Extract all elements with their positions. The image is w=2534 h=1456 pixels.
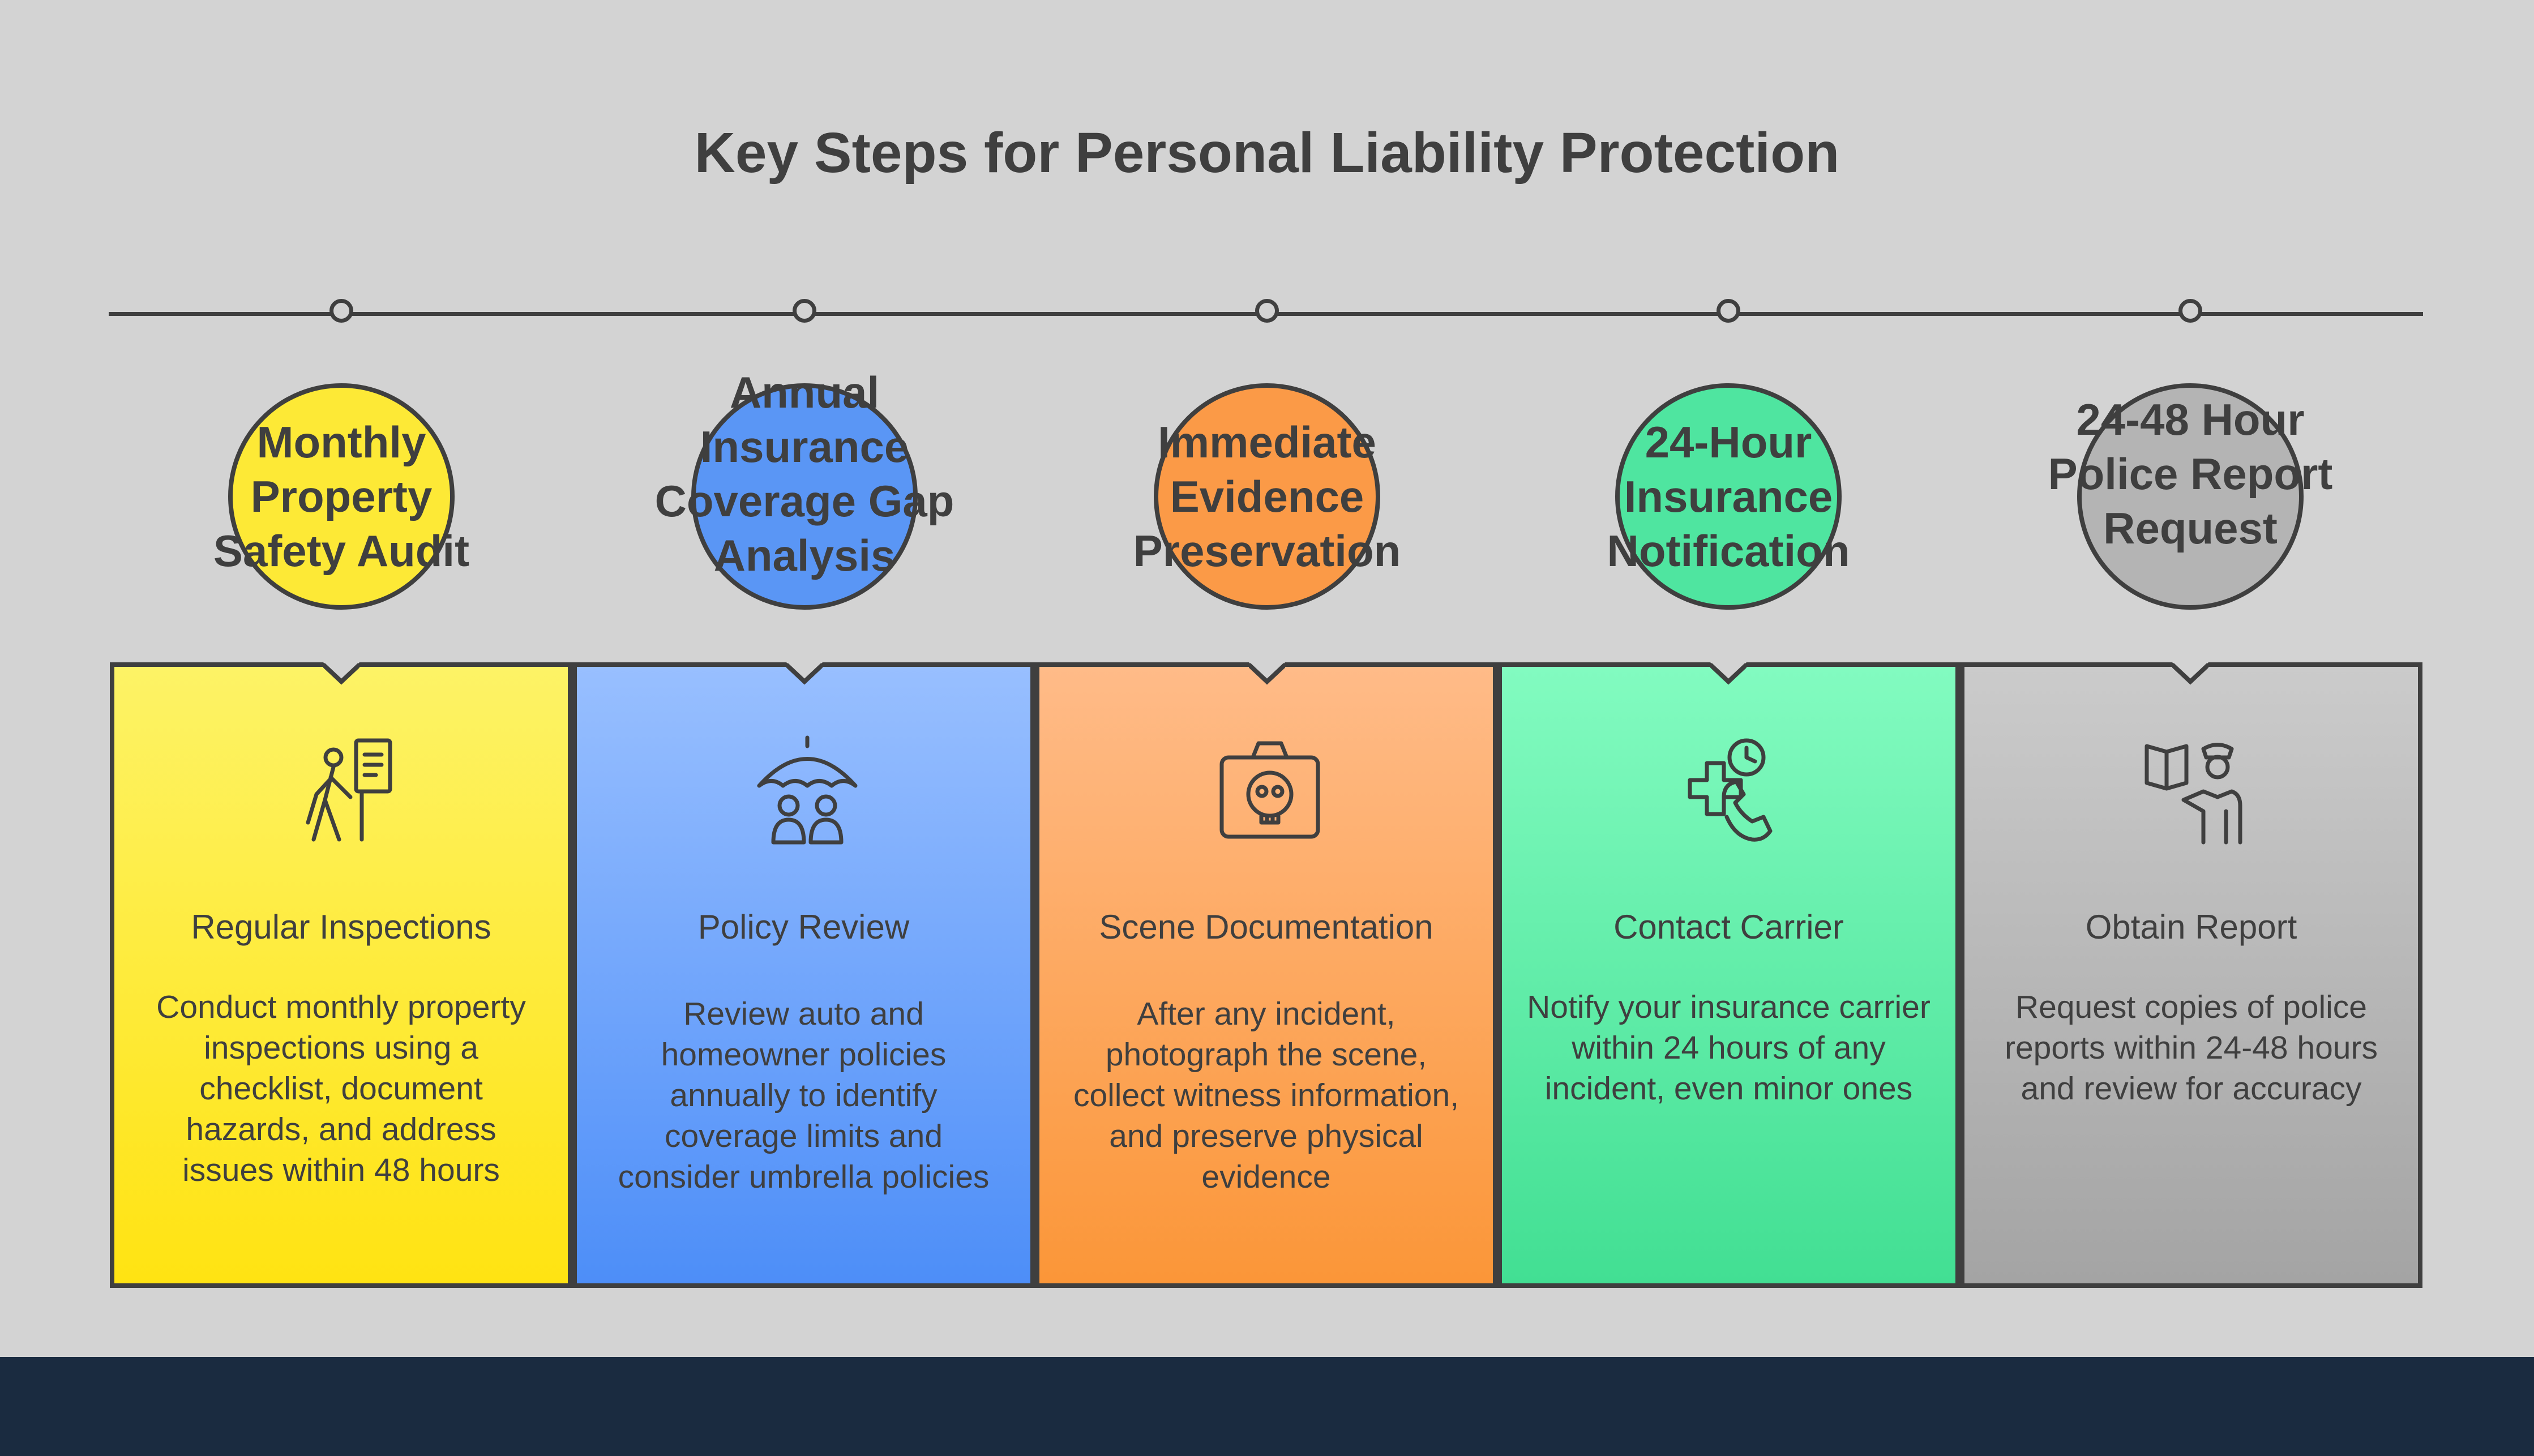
card-heading: Scene Documentation — [1099, 908, 1433, 946]
card-description: After any incident, photograph the scene… — [1073, 996, 1459, 1195]
footer-bar — [0, 1357, 2534, 1456]
card-notch — [2172, 662, 2208, 685]
card-heading: Obtain Report — [2085, 908, 2297, 946]
step-label: Immediate Evidence Preservation — [1133, 417, 1401, 576]
step-circle — [2077, 383, 2304, 610]
step-circle — [691, 383, 918, 610]
step-circle — [1154, 383, 1380, 610]
card-description: Notify your insurance carrier within 24 … — [1527, 989, 1931, 1107]
card-heading: Policy Review — [697, 908, 910, 946]
diagram-title: Key Steps for Personal Liability Protect… — [694, 121, 1840, 185]
umbrella-family-icon — [757, 735, 858, 845]
step-circle — [1615, 383, 1842, 610]
step-label: 24-Hour Insurance Notification — [1607, 417, 1850, 576]
card-description: Review auto and homeowner policies annua… — [618, 996, 990, 1195]
step-label: 24-48 Hour Police Report Request — [2048, 395, 2333, 553]
step-circle — [228, 383, 455, 610]
step-label: Monthly Property Safety Audit — [213, 417, 470, 576]
person-walking-to-sign-icon — [306, 738, 392, 842]
card-description: Conduct monthly property inspections usi… — [156, 989, 526, 1188]
card-notch — [1710, 662, 1747, 685]
step-label: Annual Insurance Coverage Gap Analysis — [654, 367, 954, 580]
timeline-marker — [1255, 299, 1279, 323]
camera-skull-icon — [1219, 741, 1320, 839]
timeline-marker — [1717, 299, 1740, 323]
medical-phone-clock-icon — [1688, 738, 1773, 842]
card-notch — [786, 662, 823, 685]
timeline-marker — [793, 299, 816, 323]
card-heading: Contact Carrier — [1613, 908, 1844, 946]
timeline-marker — [2178, 299, 2202, 323]
card-notch — [323, 662, 359, 685]
card-heading: Regular Inspections — [191, 908, 491, 946]
card-description: Request copies of police reports within … — [2004, 989, 2378, 1107]
timeline-marker — [329, 299, 353, 323]
card-notch — [1249, 662, 1285, 685]
police-officer-report-icon — [2145, 743, 2242, 845]
